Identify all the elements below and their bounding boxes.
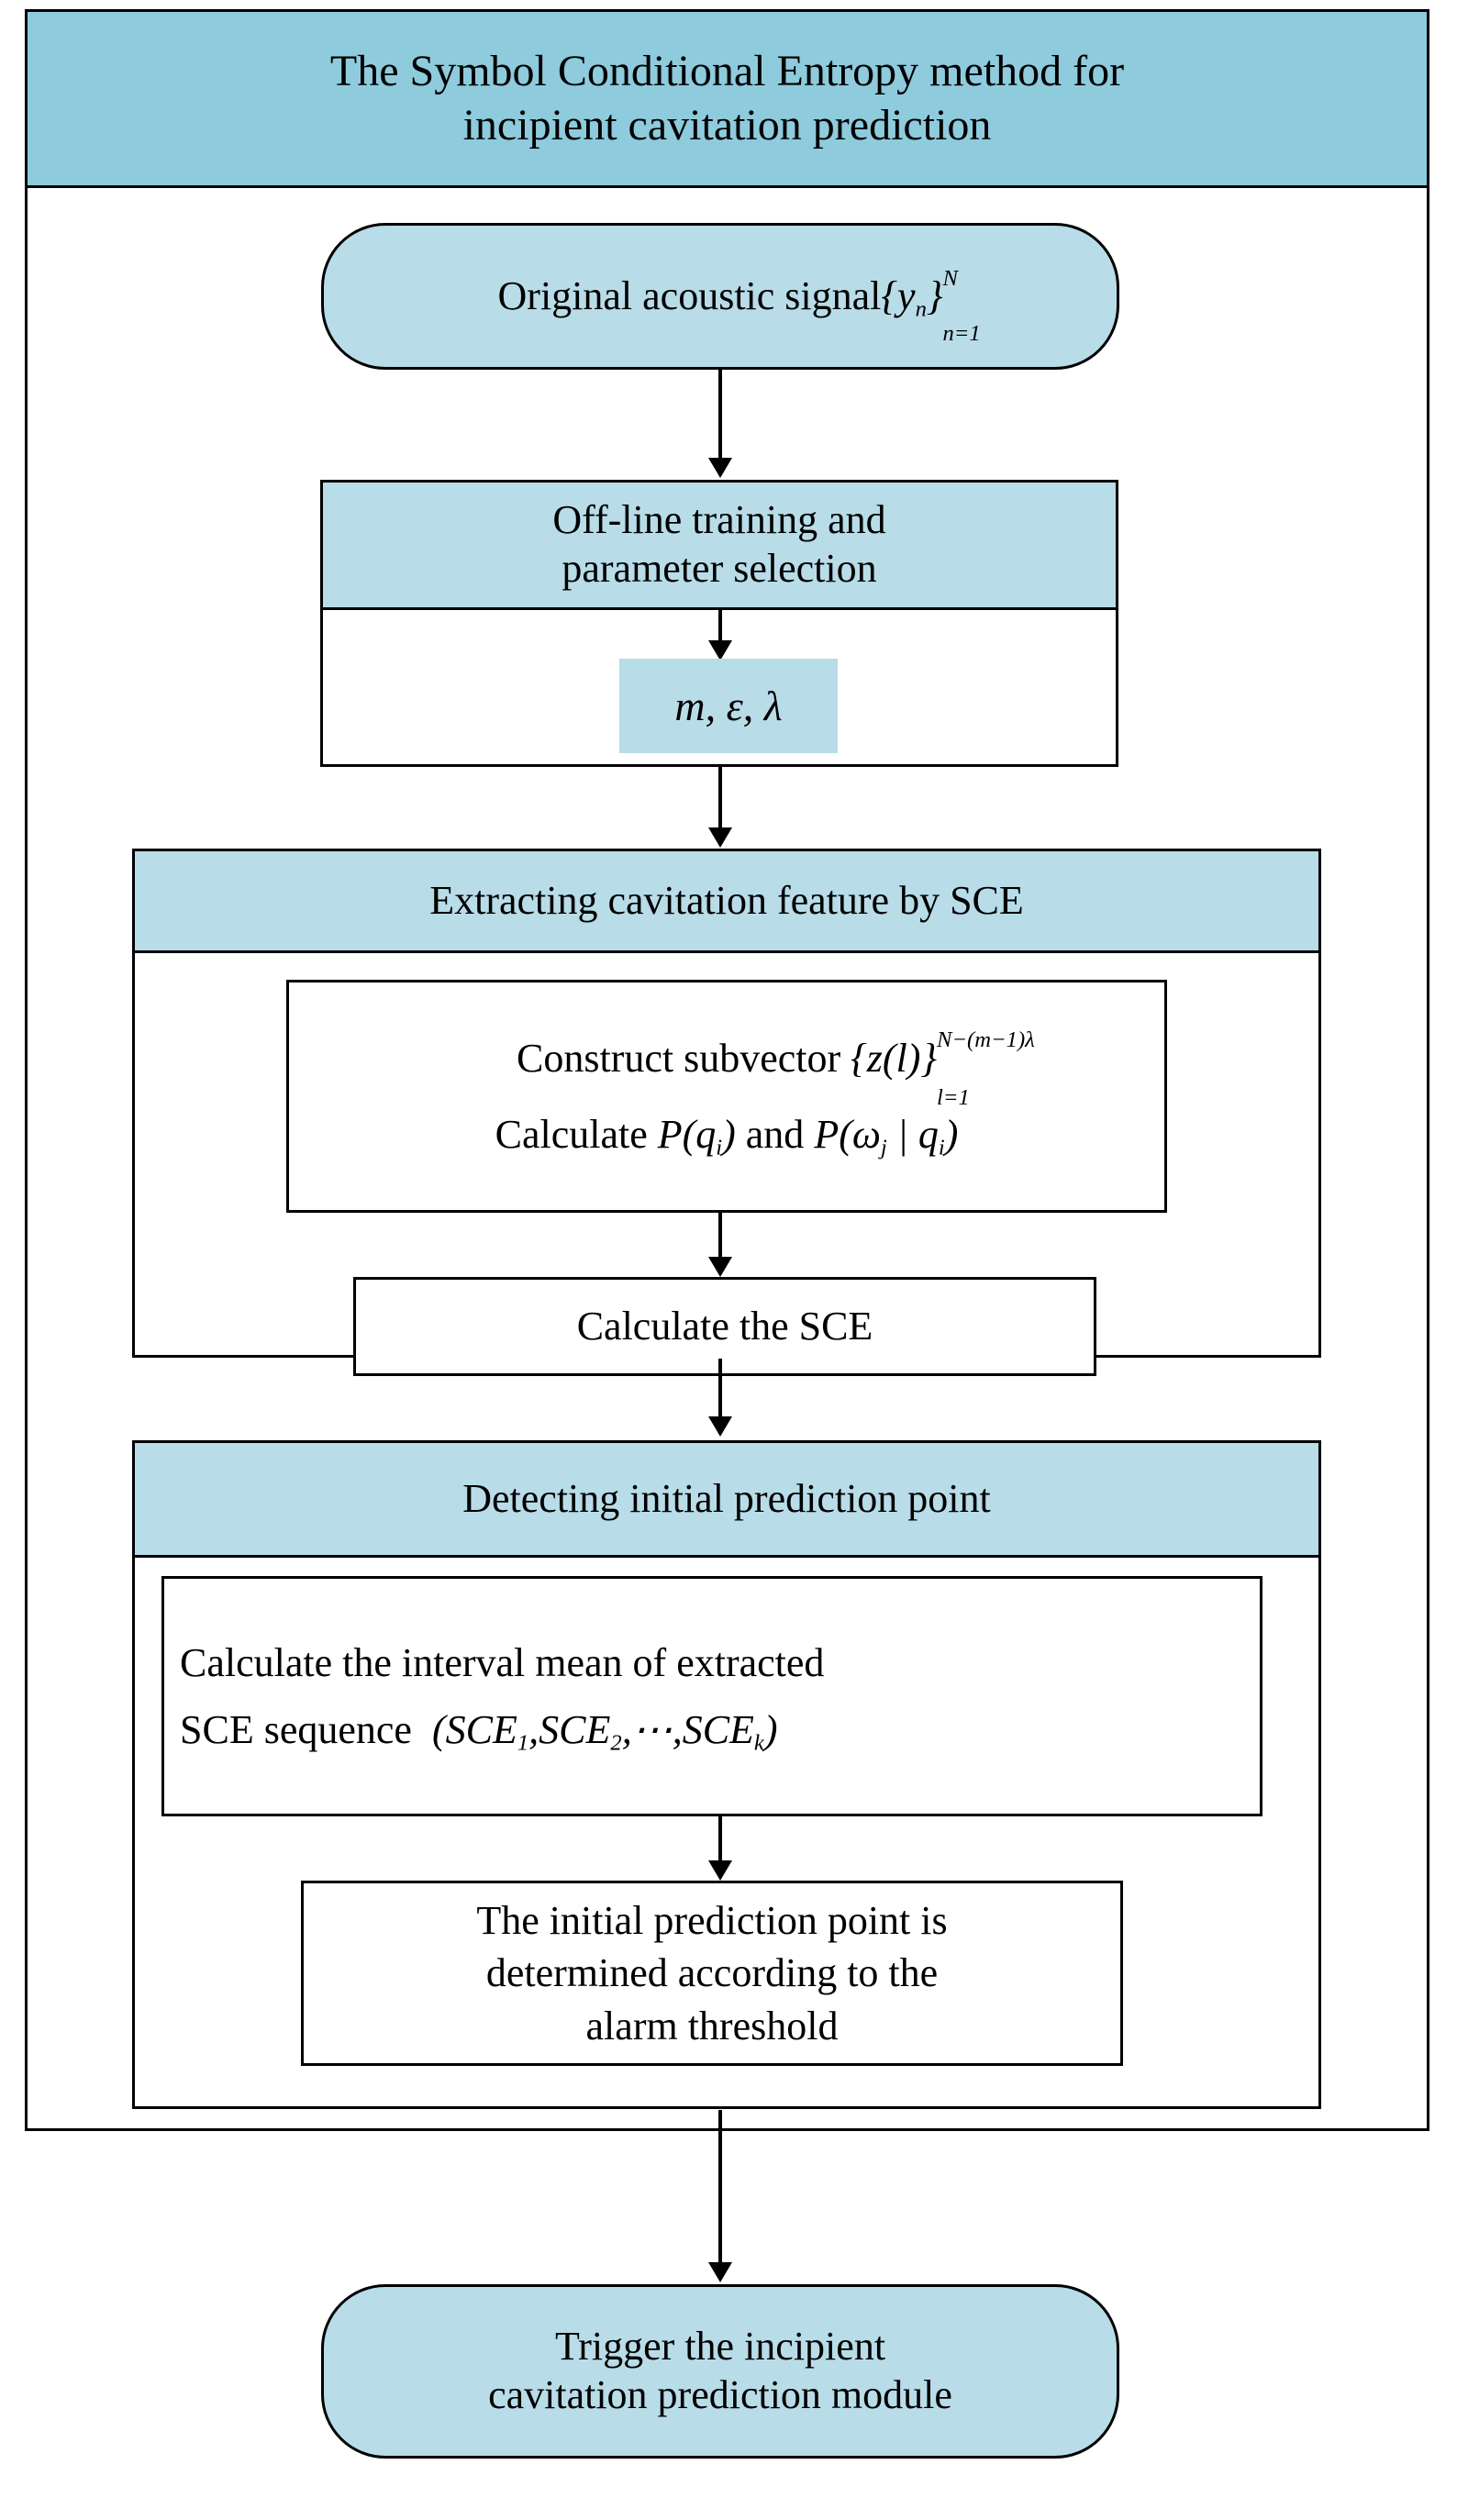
probability-cond-close: ) <box>944 1112 959 1157</box>
probability-conjunction: and <box>745 1112 805 1157</box>
section-extracting-feature-header: Extracting cavitation feature by SCE <box>135 851 1318 953</box>
extract-header-text: Extracting cavitation feature by SCE <box>429 877 1024 923</box>
node-interval-mean: Calculate the interval mean of extracted… <box>161 1576 1262 1816</box>
construct-subvector-line-1: Construct subvector {z(l)}N−(m−1)λ l=1 <box>516 1027 1035 1110</box>
start-node-subscript: n=1 <box>942 321 981 347</box>
calculate-probabilities-line: Calculate P(qi) and P(ωj | qi) <box>495 1108 959 1160</box>
end-node-line-2: cavitation prediction module <box>488 2372 952 2417</box>
section-detecting-prediction-point-header: Detecting initial prediction point <box>135 1443 1318 1558</box>
alarm-threshold-line-1: The initial prediction point is <box>476 1898 948 1944</box>
calculate-sce-text: Calculate the SCE <box>576 1304 873 1349</box>
interval-mean-line-1: Calculate the interval mean of extracted <box>180 1639 825 1685</box>
detect-header-text: Detecting initial prediction point <box>462 1475 991 1521</box>
sce-sequence-label: SCE sequence <box>180 1707 412 1752</box>
section-offline-training-header: Off-line training and parameter selectio… <box>323 483 1116 610</box>
interval-mean-line-2: SCE sequence (SCE1,SCE2,⋯,SCEk) <box>149 1704 1275 1756</box>
flowchart-outer-frame <box>25 188 1429 2131</box>
probability-q-sub: i <box>716 1135 723 1160</box>
start-node-variable-sub: n <box>915 295 927 321</box>
figure-title-line-2: incipient cavitation prediction <box>462 100 992 150</box>
construct-subvector-subscript: l=1 <box>937 1084 970 1110</box>
sce-sequence-close: ) <box>763 1707 778 1752</box>
construct-subvector-math: {z(l)} <box>851 1035 937 1081</box>
sce-sequence-sub-1: 1 <box>517 1730 529 1756</box>
node-trigger-prediction-module: Trigger the incipient cavitation predict… <box>321 2284 1119 2459</box>
sce-sequence-open: (SCE <box>431 1707 517 1752</box>
probability-cond-mid: | q <box>886 1112 939 1157</box>
sce-sequence-sep-2: ,⋯,SCE <box>621 1707 754 1752</box>
sce-sequence-sep-1: ,SCE <box>528 1707 611 1752</box>
start-node-text: Original acoustic signal <box>497 272 882 318</box>
arrow-detect-to-end <box>718 2110 722 2264</box>
offline-header-line-1: Off-line training and <box>552 497 886 543</box>
start-node-variable: y <box>897 272 916 318</box>
probability-q-open: P(q <box>657 1112 717 1157</box>
arrow-offline-to-extract <box>718 767 722 829</box>
calculate-probabilities-label: Calculate <box>495 1112 648 1157</box>
end-node-line-1: Trigger the incipient <box>554 2324 886 2370</box>
sce-sequence-sub-2: 2 <box>610 1730 622 1756</box>
parameters-text: m, ε, λ <box>674 683 783 729</box>
node-alarm-threshold: The initial prediction point is determin… <box>301 1881 1123 2066</box>
probability-q-close: ) <box>722 1112 736 1157</box>
probability-cond-sub-i: i <box>938 1135 945 1160</box>
alarm-threshold-line-2: determined according to the <box>485 1950 939 1996</box>
construct-subvector-superscript: N−(m−1)λ <box>937 1027 1035 1053</box>
start-node-superscript: N <box>942 266 958 292</box>
arrow-construct-to-calculate-sce <box>718 1213 722 1259</box>
alarm-threshold-line-3: alarm threshold <box>585 2003 839 2048</box>
probability-cond-sub-j: j <box>880 1135 887 1160</box>
arrow-extract-to-detect <box>718 1359 722 1418</box>
construct-subvector-label: Construct subvector <box>516 1035 841 1081</box>
section-offline-training: Off-line training and parameter selectio… <box>320 480 1118 767</box>
sce-sequence-sub-k: k <box>753 1730 764 1756</box>
arrow-start-to-offline <box>718 370 722 460</box>
start-node-set-open: { <box>881 272 898 318</box>
arrow-interval-mean-to-threshold <box>718 1816 722 1862</box>
probability-cond-open: P(ω <box>814 1112 881 1157</box>
node-calculate-sce: Calculate the SCE <box>353 1277 1096 1376</box>
node-parameters: m, ε, λ <box>619 659 838 753</box>
start-node-set-close: } <box>926 272 943 318</box>
arrow-offline-header-to-params <box>718 607 722 642</box>
figure-title: The Symbol Conditional Entropy method fo… <box>25 9 1429 188</box>
offline-header-line-2: parameter selection <box>562 546 877 591</box>
node-construct-subvector: Construct subvector {z(l)}N−(m−1)λ l=1 Ca… <box>286 980 1167 1213</box>
figure-title-line-1: The Symbol Conditional Entropy method fo… <box>329 46 1125 95</box>
